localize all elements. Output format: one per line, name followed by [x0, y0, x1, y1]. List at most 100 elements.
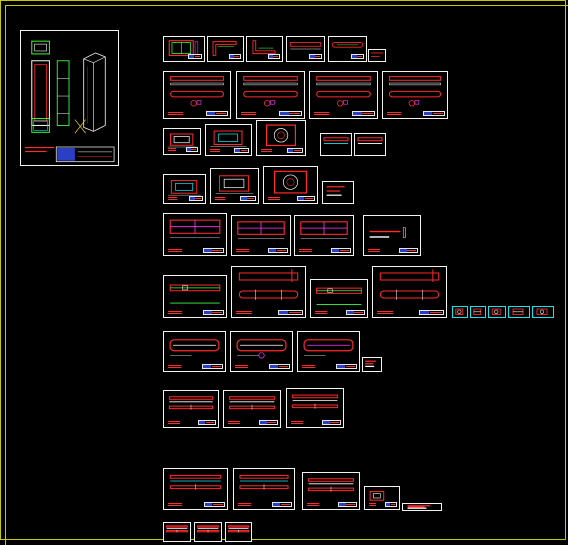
- sheet-r3-plate-a[interactable]: [163, 128, 201, 155]
- title-block-icon: [345, 310, 365, 315]
- sheet-notes-line: [168, 421, 180, 424]
- sheet-r8-bar-a[interactable]: [163, 390, 219, 428]
- detail-tile-5[interactable]: [532, 306, 554, 318]
- sheet-geometry: [303, 339, 354, 356]
- sheet-r8-bar-b[interactable]: [223, 390, 281, 428]
- sheet-r6-rail-c[interactable]: [310, 279, 368, 318]
- title-block-icon: [258, 420, 278, 425]
- sheet-r3-plate-c[interactable]: [256, 120, 306, 156]
- strip-slot-drawing: [331, 42, 364, 48]
- title-block-icon: [185, 147, 198, 152]
- sheet-geometry: [365, 360, 376, 367]
- title-block-icon: [229, 54, 241, 59]
- detail-icon: [536, 308, 548, 315]
- sheet-geometry: [357, 137, 383, 144]
- sheet-geometry: [197, 525, 219, 533]
- title-block-icon: [321, 420, 341, 425]
- sheet-r9-note[interactable]: [402, 503, 442, 511]
- sheet-notes-line: [168, 197, 178, 200]
- sheet-r4-note[interactable]: [322, 181, 354, 204]
- sheet-r7-channel-b[interactable]: [230, 331, 293, 372]
- sheet-geometry: [274, 170, 307, 194]
- sheet-r8-bar-c[interactable]: [286, 388, 344, 428]
- sheet-geometry: [210, 130, 247, 147]
- title-block-icon: [278, 310, 303, 315]
- title-block-icon: [202, 248, 224, 253]
- title-block-icon: [240, 196, 256, 201]
- title-block-icon: [309, 54, 322, 59]
- sheet-r1-strip-a[interactable]: [286, 36, 325, 62]
- sheet-geometry: [407, 505, 431, 509]
- sheet-r9-bar-a[interactable]: [163, 468, 228, 510]
- title-block-icon: [268, 248, 288, 253]
- title-block-icon: [202, 364, 223, 369]
- sheet-r5-panel-b[interactable]: [231, 215, 291, 256]
- detail-tile-1[interactable]: [452, 306, 468, 318]
- sheet-r1-strip-b[interactable]: [328, 36, 367, 62]
- sheet-r6-rail-a[interactable]: [163, 275, 227, 318]
- sheet-r9-bar-c[interactable]: [302, 472, 360, 510]
- sheet-notes-line: [168, 112, 183, 115]
- sheet-notes-line: [236, 249, 249, 252]
- detail-tile-3[interactable]: [488, 306, 506, 318]
- sheet-geometry: [308, 478, 354, 492]
- sheet-r2-profile-d[interactable]: [382, 71, 448, 119]
- title-block-icon: [331, 248, 351, 253]
- title-block-icon: [398, 248, 418, 253]
- sheet-r1-frame-a[interactable]: [163, 36, 205, 62]
- sheet-r3-strip-b[interactable]: [354, 133, 386, 156]
- sheet-notes-line: [268, 197, 280, 200]
- sheet-notes-line: [168, 249, 182, 252]
- sheet-r2-profile-b[interactable]: [236, 71, 305, 119]
- sheet-r3-strip-a[interactable]: [320, 133, 352, 156]
- sheet-r1-note[interactable]: [368, 49, 386, 62]
- sheet-r5-panel-a[interactable]: [163, 213, 227, 256]
- sheet-geometry: [266, 124, 296, 147]
- sheet-cabinet-assembly[interactable]: [20, 30, 119, 166]
- sheet-r5-panel-d[interactable]: [363, 215, 421, 256]
- sheet-notes-line: [215, 197, 226, 200]
- frame-l2-drawing: [252, 40, 276, 55]
- title-block-icon: [233, 148, 249, 153]
- sheet-r2-profile-a[interactable]: [163, 71, 231, 119]
- sheet-r9-small[interactable]: [364, 486, 400, 510]
- sheet-notes-line: [168, 311, 182, 314]
- sheet-notes-line: [168, 148, 176, 151]
- sheet-r10-c[interactable]: [225, 522, 252, 542]
- sheet-r6-rail-d[interactable]: [372, 266, 447, 318]
- detail-tile-4[interactable]: [508, 306, 530, 318]
- sheet-geometry: [316, 76, 371, 107]
- title-block-icon: [286, 148, 303, 153]
- sheet-r7-note[interactable]: [362, 357, 382, 372]
- sheet-r9-bar-b[interactable]: [233, 468, 295, 510]
- frame-l-drawing: [212, 41, 237, 56]
- sheet-r6-rail-b[interactable]: [231, 266, 306, 318]
- sheet-r4-box-a[interactable]: [163, 174, 206, 204]
- sheet-r10-b[interactable]: [194, 522, 222, 542]
- sheet-r1-frame-c[interactable]: [246, 36, 283, 62]
- sheet-r4-box-c[interactable]: [263, 166, 318, 204]
- sheet-geometry: [239, 474, 289, 490]
- detail-icon: [491, 308, 501, 315]
- sheet-notes-line: [314, 112, 329, 115]
- sheet-r4-box-b[interactable]: [210, 168, 259, 204]
- title-block-icon: [423, 111, 445, 116]
- sheet-notes-line: [168, 365, 182, 368]
- sheet-r7-channel-c[interactable]: [297, 331, 360, 372]
- frame-front-drawing: [168, 40, 199, 57]
- sheet-r1-frame-b[interactable]: [207, 36, 244, 62]
- title-block-icon: [202, 310, 224, 315]
- sheet-r2-profile-c[interactable]: [309, 71, 378, 119]
- title-block-icon: [336, 364, 357, 369]
- sheet-geometry: [167, 133, 197, 148]
- note-drawing: [371, 52, 383, 57]
- sheet-r10-a[interactable]: [163, 522, 191, 542]
- sheet-r5-panel-c[interactable]: [294, 215, 354, 256]
- cabinet-assembly-drawing: [24, 40, 115, 163]
- sheet-r3-plate-b[interactable]: [205, 124, 252, 156]
- sheet-r7-channel-a[interactable]: [163, 331, 226, 372]
- title-block-icon: [337, 502, 357, 507]
- detail-tile-2[interactable]: [470, 306, 486, 318]
